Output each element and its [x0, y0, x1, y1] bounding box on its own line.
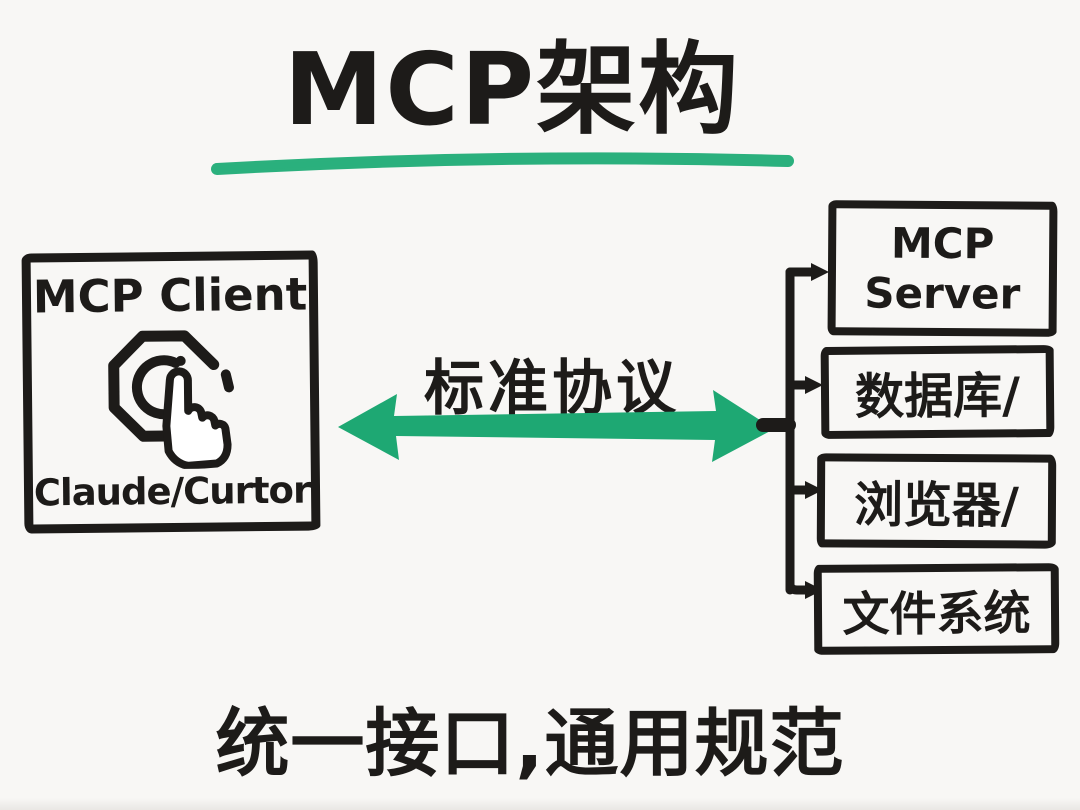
server-box-browser: 浏览器/	[816, 453, 1057, 549]
client-box-heading: MCP Client	[32, 267, 308, 324]
server-box-label: 文件系统	[842, 585, 1031, 643]
server-box-label: MCP Server	[864, 218, 1021, 319]
bidirectional-arrow-icon	[338, 390, 774, 462]
server-box-database: 数据库/	[820, 344, 1055, 440]
mcp-client-box: MCP Client Claude/Curtor	[21, 250, 321, 534]
client-box-caption: Claude/Curtor	[33, 468, 311, 515]
photo-edge-shadow	[0, 798, 1080, 810]
server-box-mcp-server: MCP Server	[827, 200, 1058, 337]
server-box-label: 数据库/	[854, 366, 1021, 426]
tap-click-icon	[108, 330, 234, 470]
server-box-filesystem: 文件系统	[813, 563, 1060, 655]
footer-caption: 统一接口,通用规范	[215, 701, 845, 787]
server-box-label: 浏览器/	[853, 476, 1020, 534]
title-underline	[211, 152, 794, 175]
page-title: MCP架构	[283, 31, 741, 148]
